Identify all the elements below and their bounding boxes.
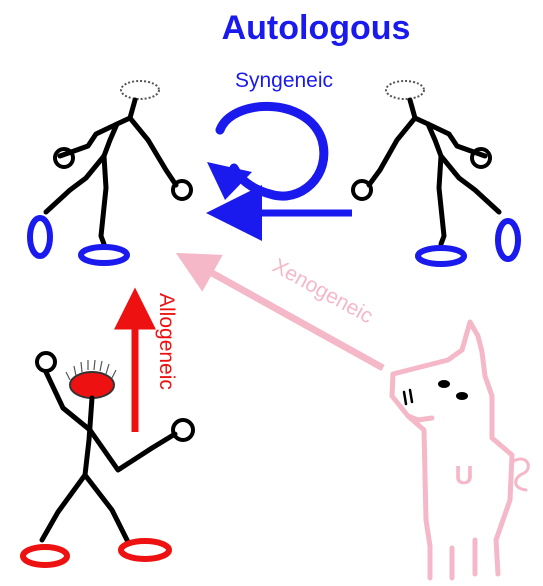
pig-eye-left [438,380,450,388]
donor-left-hand [37,353,55,371]
twin-left-foot [418,248,464,264]
self-right-arm [130,118,176,185]
self-left-leg [46,156,104,212]
diagram-title: Autologous [222,9,411,47]
xenogeneic-pig-figure [392,322,528,578]
twin-left-arm [369,118,415,185]
donor-left-leg [42,475,85,540]
self-right-leg [101,156,106,244]
self-head [121,81,159,99]
twin-head [386,81,424,99]
self-person-figure [30,81,191,263]
syngeneic-twin-figure [353,81,518,264]
allogeneic-label: Allogeneic [155,293,178,390]
donor-right-leg [85,475,128,542]
twin-right-foot [498,221,518,259]
donor-right-hand [173,420,193,440]
pig-body-letter: U [455,460,474,490]
self-left-hand [55,149,73,167]
pig-nostrils [404,390,412,404]
pig-body-outline [392,322,512,578]
twin-right-leg [441,156,499,212]
self-right-foot [81,247,127,263]
twin-left-leg [439,156,444,244]
syngeneic-label: Syngeneic [235,69,333,92]
twin-right-hand [472,149,490,167]
donor-torso [85,398,92,475]
self-left-foot [30,218,50,256]
pig-tail [512,459,528,490]
donor-right-arm [90,430,175,470]
donor-right-foot [121,541,169,559]
self-right-hand [173,181,191,199]
twin-left-hand [353,181,371,199]
pig-eye-right [456,392,468,400]
donor-left-foot [23,547,67,565]
pig-mouth [408,416,432,420]
autologous-loop-arrow [207,106,324,200]
donor-head [70,372,114,398]
